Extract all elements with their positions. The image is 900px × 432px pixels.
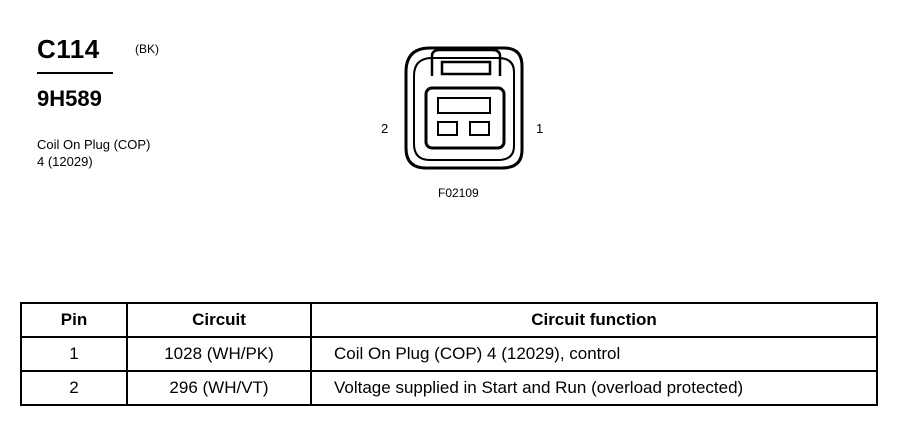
header-pin: Pin — [20, 302, 128, 338]
terminal-pin-1 — [469, 121, 490, 136]
terminal-cavity — [424, 86, 506, 150]
description-line-1: Coil On Plug (COP) — [37, 137, 151, 152]
table-header-row: Pin Circuit Circuit function — [20, 302, 878, 338]
part-number: 9H589 — [37, 86, 102, 111]
latch-tab — [440, 60, 492, 76]
figure-id: F02109 — [438, 186, 479, 200]
terminal-pin-2 — [437, 121, 458, 136]
description-line-2: 4 (12029) — [37, 154, 93, 169]
cell-circuit: 296 (WH/VT) — [126, 370, 312, 406]
connector-latch — [430, 48, 502, 76]
header-circuit-function: Circuit function — [310, 302, 878, 338]
cell-circuit-function: Voltage supplied in Start and Run (overl… — [310, 370, 878, 406]
cell-pin: 1 — [20, 336, 128, 372]
header-circuit: Circuit — [126, 302, 312, 338]
cell-circuit: 1028 (WH/PK) — [126, 336, 312, 372]
connector-housing-inner — [413, 57, 515, 161]
table-row: 2 296 (WH/VT) Voltage supplied in Start … — [20, 370, 878, 406]
cell-circuit-function: Coil On Plug (COP) 4 (12029), control — [310, 336, 878, 372]
pin-2-label: 2 — [381, 121, 389, 136]
connector-housing-outer — [404, 46, 524, 170]
table-row: 1 1028 (WH/PK) Coil On Plug (COP) 4 (120… — [20, 336, 878, 372]
connector-description: Coil On Plug (COP) 4 (12029) — [37, 136, 150, 170]
connector-face-diagram — [404, 46, 524, 170]
connector-id: C114 — [37, 34, 100, 64]
pin-circuit-table: Pin Circuit Circuit function 1 1028 (WH/… — [20, 302, 878, 406]
connector-id-underline — [37, 72, 113, 74]
pin-1-label: 1 — [536, 121, 544, 136]
terminal-slot-top — [437, 97, 491, 114]
connector-color: (BK) — [135, 42, 159, 56]
cell-pin: 2 — [20, 370, 128, 406]
